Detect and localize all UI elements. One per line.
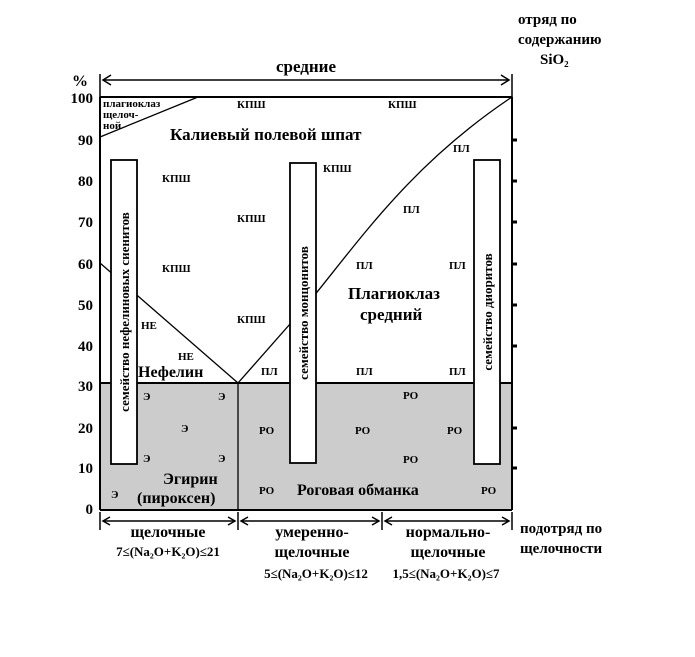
alkaline-label: щелочные bbox=[130, 524, 205, 541]
mark-pl: ПЛ bbox=[453, 143, 471, 155]
alkali-plagioclase-boundary bbox=[99, 96, 199, 138]
svg-text:плагиоклаз: плагиоклаз bbox=[103, 98, 161, 110]
moderate-label: щелочные bbox=[274, 544, 349, 561]
moderate-formula: 5≤(Na₂O+K₂O)≤12 bbox=[264, 566, 368, 581]
mark-pl: ПЛ bbox=[403, 204, 421, 216]
mark-ro: РО bbox=[259, 485, 275, 497]
mark-ne: НЕ bbox=[141, 320, 157, 332]
mark-ro: РО bbox=[447, 425, 463, 437]
right-axis-ticks bbox=[512, 138, 517, 470]
mark-ro: РО bbox=[355, 425, 371, 437]
mark-ro: РО bbox=[259, 425, 275, 437]
mark-e: Э bbox=[143, 453, 150, 465]
mark-pl: ПЛ bbox=[449, 366, 467, 378]
mark-kpsh: КПШ bbox=[237, 99, 266, 111]
svg-text:SiO₂: SiO₂ bbox=[540, 52, 569, 68]
nepheline-label: Нефелин bbox=[138, 364, 203, 381]
alkali-plagioclase-label: плагиоклаз щелоч- ной bbox=[103, 98, 161, 132]
family-nepheline-syenites: семейство нефелиновых сиенитов bbox=[110, 159, 138, 465]
mark-ro: РО bbox=[403, 390, 419, 402]
mark-pl: ПЛ bbox=[261, 366, 279, 378]
mark-e: Э bbox=[218, 391, 225, 403]
mark-kpsh: КПШ bbox=[237, 314, 266, 326]
mark-e: Э bbox=[111, 489, 118, 501]
y-tick-label: 40 bbox=[78, 339, 93, 355]
mark-ro: РО bbox=[403, 454, 419, 466]
svg-text:щелоч-: щелоч- bbox=[103, 109, 139, 121]
svg-text:семейство монцонитов: семейство монцонитов bbox=[296, 246, 311, 380]
normal-label: нормально- bbox=[406, 524, 491, 541]
mark-e: Э bbox=[181, 423, 188, 435]
mark-kpsh: КПШ bbox=[162, 173, 191, 185]
aegirine-label: Эгирин bbox=[163, 471, 218, 488]
percent-label: % bbox=[72, 73, 88, 90]
mark-ne: НЕ bbox=[178, 351, 194, 363]
bottom-arrows bbox=[99, 512, 513, 530]
suborder-label: щелочности bbox=[520, 541, 602, 557]
mark-pl: ПЛ bbox=[356, 366, 374, 378]
normal-label: щелочные bbox=[410, 544, 485, 561]
mark-pl: ПЛ bbox=[449, 260, 467, 272]
plagioclase-medium-label: Плагиоклаз bbox=[348, 284, 440, 303]
aegirine-label: (пироксен) bbox=[137, 490, 215, 507]
family-monzonites: семейство монцонитов bbox=[289, 162, 317, 464]
svg-text:содержанию: содержанию bbox=[518, 32, 601, 48]
mark-ro: РО bbox=[481, 485, 497, 497]
family-diorites: семейство диоритов bbox=[473, 159, 501, 465]
y-tick-label: 100 bbox=[71, 91, 94, 107]
y-tick-label: 90 bbox=[78, 133, 93, 149]
order-label: отряд по содержанию SiO₂ bbox=[518, 12, 601, 68]
y-tick-label: 80 bbox=[78, 174, 93, 190]
mark-kpsh: КПШ bbox=[237, 213, 266, 225]
mineral-marks: КПШ КПШ КПШ КПШ КПШ КПШ КПШ ПЛ ПЛ ПЛ ПЛ … bbox=[111, 99, 497, 501]
top-label: средние bbox=[276, 57, 337, 76]
svg-text:семейство нефелиновых сиенитов: семейство нефелиновых сиенитов bbox=[117, 212, 132, 412]
top-arrow bbox=[99, 74, 513, 97]
y-axis-ticks: 100 90 80 70 60 50 40 30 20 10 0 bbox=[71, 91, 94, 518]
y-tick-label: 20 bbox=[78, 421, 93, 437]
normal-formula: 1,5≤(Na₂O+K₂O)≤7 bbox=[392, 566, 500, 581]
svg-text:семейство диоритов: семейство диоритов bbox=[480, 253, 495, 370]
y-tick-label: 70 bbox=[78, 215, 93, 231]
mark-kpsh: КПШ bbox=[388, 99, 417, 111]
mark-e: Э bbox=[143, 391, 150, 403]
y-tick-label: 30 bbox=[78, 379, 93, 395]
y-tick-label: 50 bbox=[78, 298, 93, 314]
suborder-label: подотряд по bbox=[520, 521, 602, 537]
svg-text:ной: ной bbox=[103, 120, 122, 132]
alkaline-formula: 7≤(Na₂O+K₂O)≤21 bbox=[116, 544, 220, 559]
mark-kpsh: КПШ bbox=[162, 263, 191, 275]
mark-pl: ПЛ bbox=[356, 260, 374, 272]
y-tick-label: 60 bbox=[78, 257, 93, 273]
mark-kpsh: КПШ bbox=[323, 163, 352, 175]
moderate-label: умеренно- bbox=[275, 524, 349, 541]
mark-e: Э bbox=[218, 453, 225, 465]
plagioclase-boundary-curve bbox=[304, 96, 513, 308]
y-tick-label: 10 bbox=[78, 461, 93, 477]
k-feldspar-label: Калиевый полевой шпат bbox=[170, 125, 362, 144]
y-tick-label: 0 bbox=[86, 502, 94, 518]
plagioclase-medium-label: средний bbox=[360, 305, 423, 324]
hornblende-label: Роговая обманка bbox=[297, 482, 419, 499]
svg-text:отряд по: отряд по bbox=[518, 12, 577, 28]
